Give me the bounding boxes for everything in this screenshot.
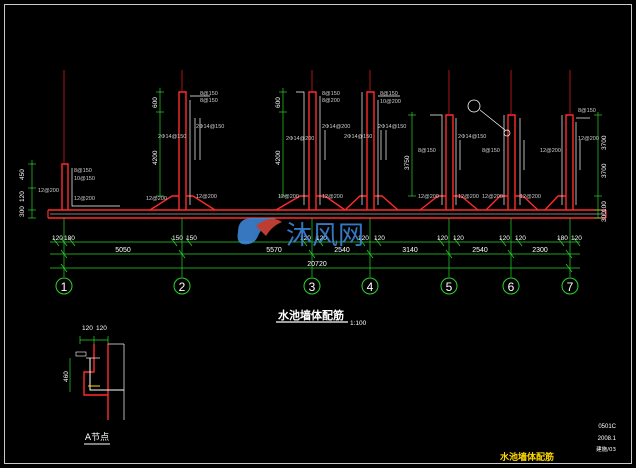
offset-dim: 180 (557, 235, 568, 242)
rebar-label: 8@150 (482, 148, 500, 154)
rebar-label: 12@200 (578, 136, 599, 142)
rebar-label: 2Φ14@150 (458, 134, 486, 140)
span-dim: 2300 (532, 247, 548, 254)
titleblock-code: 0501C (598, 424, 616, 430)
rebar-label: 8@150 (200, 91, 218, 97)
rebar-label: 12@200 (38, 188, 59, 194)
offset-dim: 120 (453, 235, 464, 242)
rebar-label: 12@200 (520, 194, 541, 200)
base-slab (47, 209, 607, 219)
left-dim: 300 (19, 206, 26, 217)
span-dim: 3140 (402, 247, 418, 254)
rebar-label: 8@150 (418, 148, 436, 154)
rebar-annotations: 8@150 10@150 12@200 12@200 8@150 8@150 2… (38, 91, 599, 202)
offset-dim: 120 (571, 235, 582, 242)
span-dim: 5570 (266, 247, 282, 254)
offset-dim: 120 (316, 235, 327, 242)
title-block: 0501C 2008.1 建施/03 水池墙体配筋 (500, 424, 617, 463)
rebar-label: 2Φ14@150 (196, 124, 224, 130)
axis-label-3: 3 (309, 280, 316, 294)
titleblock-title: 水池墙体配筋 (500, 451, 554, 463)
axis-label-2: 2 (179, 280, 186, 294)
axis-extension-lines (63, 70, 571, 164)
rebar-label: 10@150 (74, 176, 95, 182)
detail-a: 120 120 460 A节点 (63, 325, 125, 445)
vertical-dim-texts: 450 120 300 600 4200 600 4200 3750 3700 … (19, 97, 608, 222)
left-dim: 450 (19, 169, 26, 180)
rebar-label: 12@200 (418, 194, 439, 200)
wall-dim: 600 (275, 97, 282, 108)
rebar-label: 12@200 (74, 196, 95, 202)
main-title: 水池墙体配筋 (278, 308, 344, 322)
horizontal-dims (50, 237, 581, 273)
walls (61, 91, 574, 211)
main-title-block: 水池墙体配筋 1:100 (276, 308, 367, 327)
offset-dim-texts: 120 180 150 150 120 120 120 120 120 120 … (52, 235, 582, 242)
offset-dim: 120 (437, 235, 448, 242)
rebar-label: 2Φ14@200 (322, 124, 350, 130)
axis-label-7: 7 (567, 280, 574, 294)
wall-dim: 4200 (152, 150, 159, 165)
offset-dim: 180 (64, 235, 75, 242)
offset-dim: 150 (172, 235, 183, 242)
span-dim: 2540 (334, 247, 350, 254)
wall-dim: 3750 (404, 155, 411, 170)
right-dim: 300 (601, 211, 608, 222)
left-dim: 120 (19, 191, 26, 202)
span-dim-texts: 5050 5570 2540 3140 2540 2300 20720 (115, 247, 548, 268)
right-dim: 3700 (601, 163, 608, 178)
watermark-logo: 沐风网 (237, 218, 364, 251)
detail-dim: 120 (96, 325, 107, 332)
offset-dim: 120 (300, 235, 311, 242)
detail-height: 460 (63, 371, 70, 382)
rebar-label: 8@150 (74, 168, 92, 174)
offset-dim: 120 (499, 235, 510, 242)
rebar-label: 8@150 (200, 98, 218, 104)
wall-dim: 600 (152, 97, 159, 108)
offset-dim: 120 (52, 235, 63, 242)
offset-dim: 120 (515, 235, 526, 242)
vertical-dims (28, 88, 602, 219)
rebar-label: 2Φ14@150 (158, 134, 186, 140)
rebar-label: 8@150 (578, 108, 596, 114)
right-dim: 100 (601, 201, 608, 212)
rebar-label: 12@200 (196, 194, 217, 200)
rebar-lines (71, 91, 590, 207)
rebar-label: 12@200 (540, 148, 561, 154)
detail-leader (467, 99, 511, 137)
span-dim: 5050 (115, 247, 131, 254)
axis-label-4: 4 (367, 280, 374, 294)
rebar-label: 2Φ14@150 (344, 134, 372, 140)
offset-dim: 120 (374, 235, 385, 242)
total-dim: 20720 (307, 261, 327, 268)
wall-dim: 4200 (275, 150, 282, 165)
titleblock-sheet: 建施/03 (596, 445, 616, 453)
rebar-label: 8@150 (322, 91, 340, 97)
rebar-label: 2Φ14@200 (286, 136, 314, 142)
axis-bubbles: 1 2 3 4 5 6 7 (55, 277, 579, 295)
detail-title: A节点 (85, 432, 109, 443)
rebar-label: 8@200 (322, 98, 340, 104)
rebar-label: 12@200 (278, 194, 299, 200)
rebar-label: 8@150 (380, 91, 398, 97)
rebar-label: 10@200 (380, 99, 401, 105)
axis-label-5: 5 (446, 280, 453, 294)
axis-label-1: 1 (61, 280, 68, 294)
axis-label-6: 6 (508, 280, 515, 294)
right-dim: 3700 (601, 135, 608, 150)
offset-dim: 150 (186, 235, 197, 242)
span-dim: 2540 (472, 247, 488, 254)
detail-dim: 120 (82, 325, 93, 332)
rebar-label: 12@200 (146, 196, 167, 202)
offset-dim: 120 (358, 235, 369, 242)
titleblock-date: 2008.1 (598, 436, 617, 442)
rebar-label: 12@200 (458, 194, 479, 200)
rebar-label: 12@200 (322, 194, 343, 200)
rebar-label: 2Φ14@150 (378, 124, 406, 130)
axis-grid-lines (63, 218, 571, 277)
rebar-label: 12@200 (482, 194, 503, 200)
main-scale: 1:100 (350, 320, 367, 327)
watermark-text: 沐风网 (286, 221, 364, 251)
